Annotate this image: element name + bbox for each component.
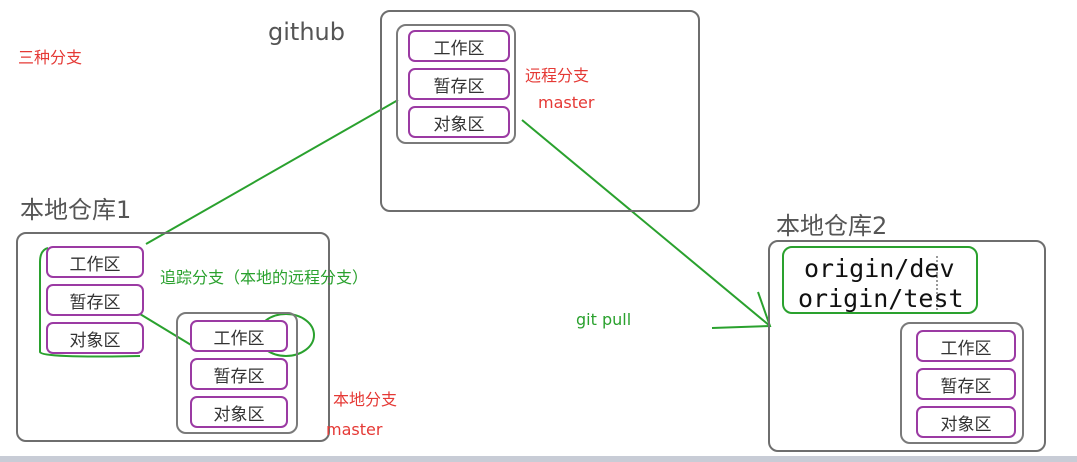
three-branches-label: 三种分支: [18, 48, 83, 67]
github-box: [380, 10, 700, 212]
local-workspace: 工作区: [190, 320, 288, 352]
git-pull-arrowhead: [711, 291, 772, 329]
origin-branches-box: [782, 246, 978, 314]
local-master-label: master: [326, 420, 383, 439]
tracking-branch-label: 追踪分支（本地的远程分支）: [160, 268, 369, 287]
tracking-bracket: [39, 247, 141, 358]
local-repo1-title: 本地仓库1: [20, 196, 132, 224]
local-staging: 暂存区: [190, 358, 288, 390]
repo2-inner-box: [900, 322, 1024, 444]
local-branch-box: [176, 312, 298, 434]
bottom-bar: [0, 456, 1077, 462]
github-staging: 暂存区: [408, 68, 510, 100]
push-line: [145, 99, 399, 245]
github-workspace: 工作区: [408, 30, 510, 62]
origin-dev-branch: origin/dev: [804, 254, 955, 283]
tracking-objects: 对象区: [46, 322, 144, 354]
local-repo2-box: [768, 240, 1046, 452]
local-branch-label: 本地分支: [333, 390, 398, 409]
tracking-staging: 暂存区: [46, 284, 144, 316]
remote-branch-label: 远程分支: [525, 66, 590, 85]
local-repo1-box: [16, 232, 330, 442]
repo2-workspace: 工作区: [916, 330, 1016, 362]
repo2-objects: 对象区: [916, 406, 1016, 438]
git-pull-label: git pull: [576, 310, 632, 329]
git-pull-arrow: [521, 119, 771, 327]
github-title: github: [268, 18, 345, 46]
repo2-staging: 暂存区: [916, 368, 1016, 400]
github-inner-box: [396, 24, 516, 144]
local-objects: 对象区: [190, 396, 288, 428]
origin-test-branch: origin/test: [798, 284, 964, 313]
tracking-to-local-line: [139, 313, 197, 349]
github-objects: 对象区: [408, 106, 510, 138]
remote-master-label: master: [538, 93, 595, 112]
local-repo2-title: 本地仓库2: [776, 212, 888, 240]
tracking-workspace: 工作区: [46, 246, 144, 278]
